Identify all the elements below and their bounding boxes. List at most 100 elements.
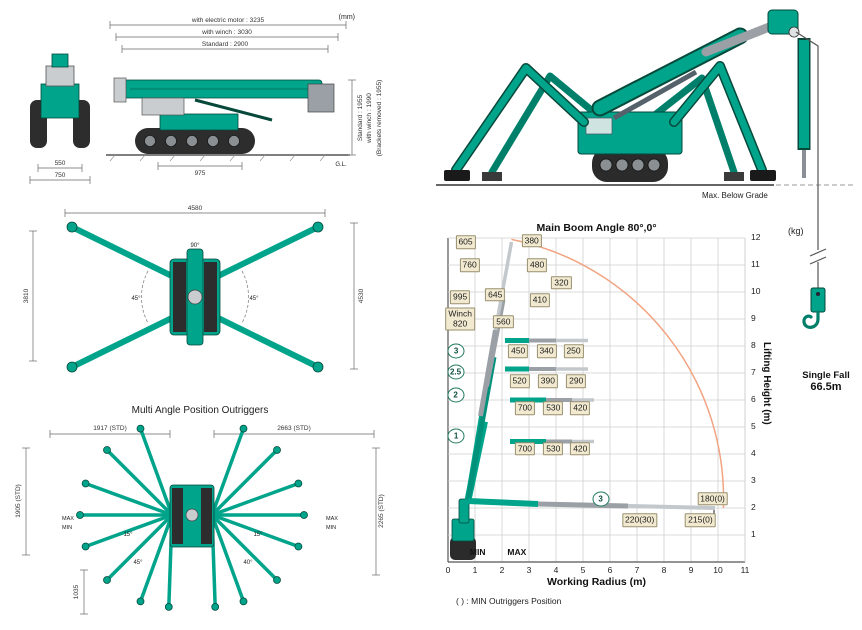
angle-label: 45° [133,560,143,566]
load-capacity-label: 340 [536,344,557,359]
max-label: MAX [326,516,338,522]
y-tick-label: 2 [751,502,756,512]
angle-label: 45° [131,296,141,302]
front-right-foot [750,170,776,181]
dim-label: with winch : 1990 [366,93,373,144]
front-view [30,53,90,148]
dim-label: 1905 (STD) [15,484,22,518]
track-wheel [615,158,629,172]
outrigger-position-label: MIN [469,547,486,557]
x-tick-label: 4 [553,565,559,575]
y-tick-label: 12 [751,232,761,242]
dim-outrigger-height-right: 4530 [350,222,365,370]
dim-label: 3810 [23,288,30,303]
dim-label: 4530 [358,288,365,303]
y-tick-label: 1 [751,529,756,539]
machine-body-top-view [169,248,221,346]
dim-label: 4580 [188,205,203,212]
angle-label: 15° [123,532,133,538]
outrigger-fan-left [76,424,174,611]
load-capacity-label: 645 [485,287,506,302]
x-axis-label: Working Radius (m) [547,576,646,588]
wire-break-mark [809,256,827,265]
side-view: G.L. [106,77,350,168]
dim-front-outer: 750 [29,172,91,184]
working-envelope-arc [511,238,725,509]
multi-angle-title: Multi Angle Position Outriggers [132,405,269,416]
load-capacity-label: 250 [563,344,584,359]
load-capacity-label: 420 [570,401,591,415]
y-tick-label: 7 [751,367,756,377]
rear-left-leg [488,72,600,176]
x-tick-label: 11 [740,565,750,575]
crawler-track [592,148,668,182]
x-tick-label: 3 [526,565,532,575]
boom-cylinder [612,69,698,121]
below-grade-label: Max. Below Grade [702,191,768,200]
angle-label: 90° [190,243,200,249]
x-tick-label: 10 [713,565,723,575]
y-tick-label: 8 [751,340,756,350]
load-capacity-label: 290 [566,374,587,388]
chart-title: Main Boom Angle 80°,0° [536,222,657,234]
single-fall-info: Single Fall 66.5m [790,370,862,393]
load-capacity-label: 320 [551,275,572,290]
units-note: (mm) [339,14,355,21]
track-wheel [631,158,645,172]
load-capacity-label: 760 [459,258,480,272]
hook-icon [802,310,820,329]
x-tick-label: 2 [499,565,505,575]
wire-break-mark [809,248,827,257]
load-capacity-label: 605 [455,235,476,249]
ground-level-label: G.L. [335,162,347,168]
x-tick-label: 6 [607,565,613,575]
dim-label: with electric motor : 3235 [191,17,265,24]
dim-top-left: 1917 (STD) [49,425,171,438]
dim-crawler-length: 975 [157,162,243,177]
single-fall-length: 66.5m [810,381,842,393]
body-panel [585,117,613,135]
dim-label: Standard : 1955 [357,94,364,141]
load-chart: Main Boom Angle 80°,0° (kg) [420,222,862,630]
chart-note: ( ) : MIN Outriggers Position [456,596,562,606]
y-tick-label: 6 [751,394,756,404]
load-capacity-label: 700 [514,401,536,415]
dim-standard-length: Standard : 2900 [121,41,329,53]
max-label: MAX [62,516,74,522]
load-capacity-label: 380 [521,233,542,248]
dim-electric-motor: with electric motor : 3235 [109,17,347,29]
x-tick-label: 5 [580,565,586,575]
dim-label: 975 [195,170,206,177]
boom-section-marker: 1 [447,428,465,444]
load-capacity-label: 530 [543,441,564,456]
hook-block-pin [816,292,820,296]
load-capacity-label: 420 [570,441,591,456]
dim-outrigger-width: 4580 [64,205,326,217]
dim-side-left: 1905 (STD) [15,447,30,556]
track-wheel [599,158,613,172]
hook-and-wire [802,224,827,329]
boom-section-marker: 3 [592,491,610,507]
boom-section-marker: 2 [447,387,465,403]
dim-heights: Standard : 1955 with winch : 1990 (Brack… [348,79,383,156]
dim-label: with winch : 3030 [201,29,252,36]
dim-label: Standard : 2900 [202,41,249,48]
multi-angle-drawing: Multi Angle Position Outriggers 1917 (ST… [15,405,385,615]
angle-label: 45° [249,296,259,302]
load-capacity-label: 995 [450,290,471,305]
load-capacity-label: Winch 820 [445,307,475,331]
load-capacity-label: 215(0) [685,513,716,527]
load-capacity-label: 410 [529,293,550,307]
dim-label: 550 [55,160,66,167]
crane-illustration: Max. Below Grade [436,9,856,224]
boom-section-marker: 2.5 [447,364,465,380]
front-right-leg [670,62,766,174]
hoist-wire [795,31,819,224]
rear-right-foot [724,172,744,181]
dim-bottom: 1035 [73,569,88,615]
outrigger-top-view-drawing: 4580 4530 3810 45° 45° 90° [23,205,365,373]
angle-label: 15° [253,532,263,538]
load-capacity-label: 530 [543,401,564,415]
